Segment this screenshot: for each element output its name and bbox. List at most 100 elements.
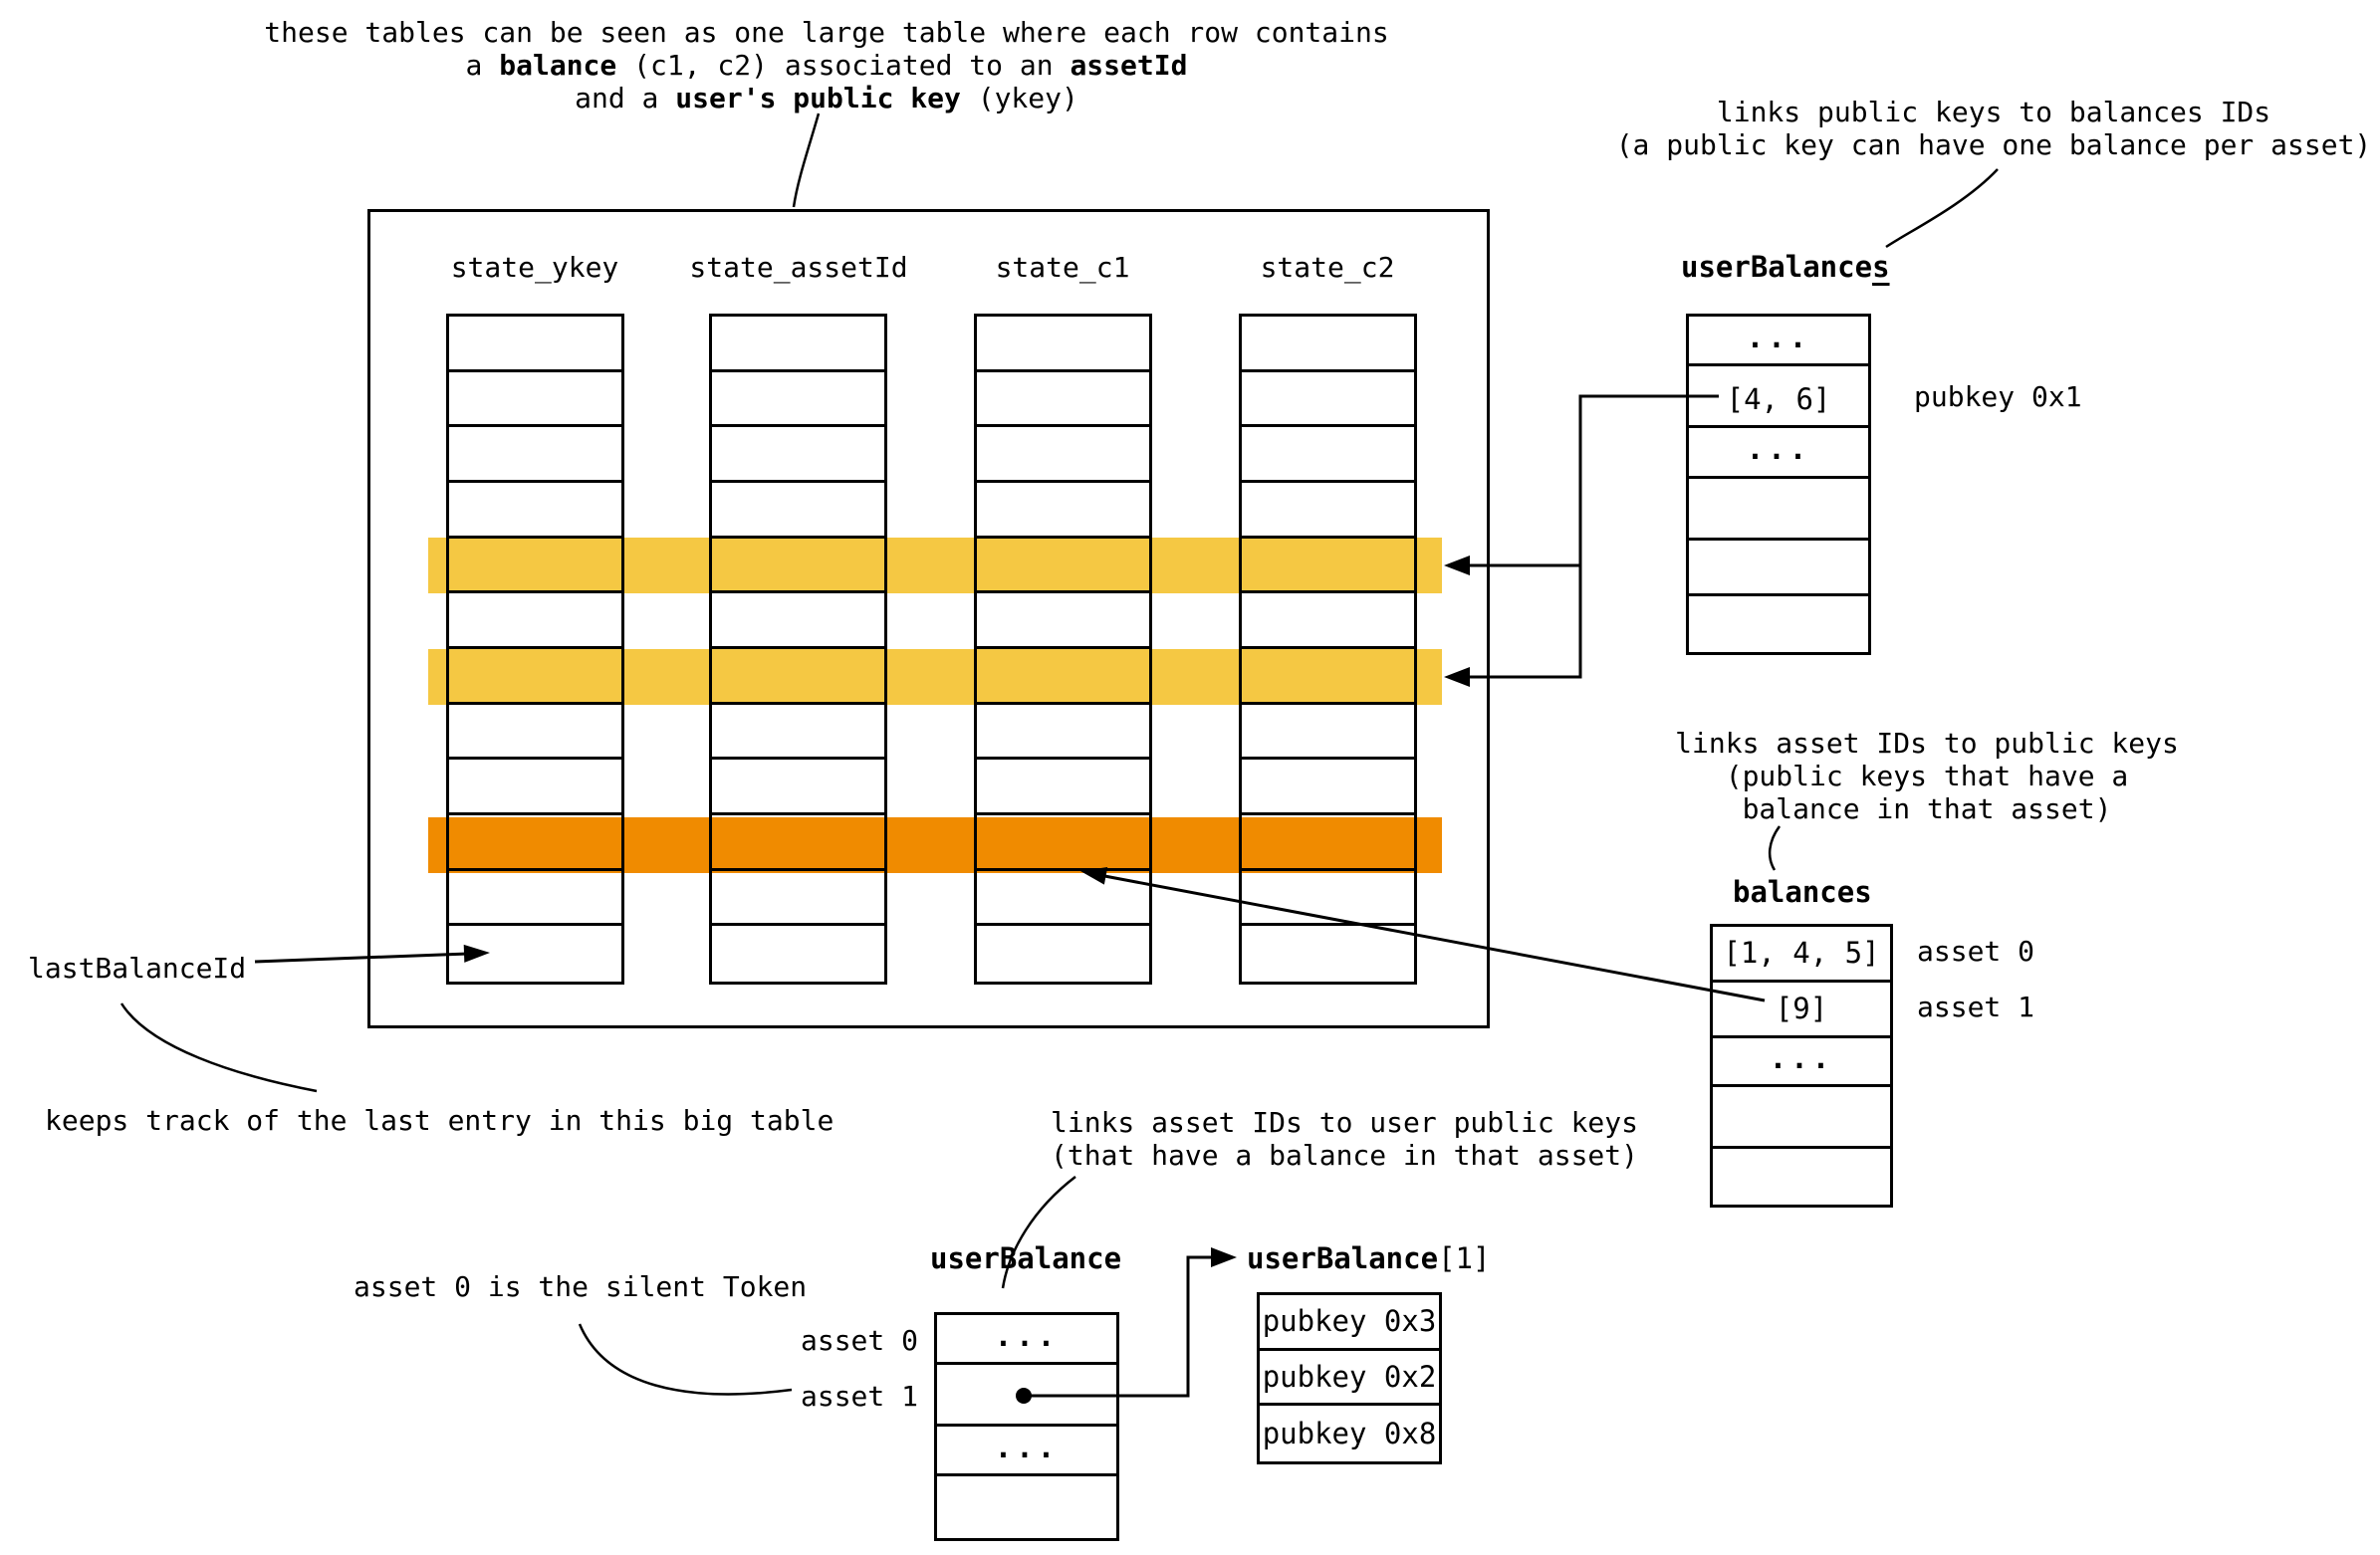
column-header-state-c2: state_c2	[1260, 251, 1395, 284]
big-table-cell	[449, 317, 621, 372]
user-balance-1-title-index: [1]	[1438, 1241, 1491, 1275]
big-table-cell	[712, 317, 884, 372]
user-balance-1-cell: pubkey 0x3	[1260, 1295, 1439, 1351]
user-balance-1-cell: pubkey 0x8	[1262, 1417, 1437, 1451]
user-balance-table: ... ...	[934, 1312, 1119, 1541]
user-balance-cell: ...	[937, 1309, 1116, 1365]
user-balance-1-title-main: userBalance	[1247, 1241, 1439, 1275]
top-annotation-line1: these tables can be seen as one large ta…	[264, 16, 1389, 49]
big-table-cell	[449, 372, 621, 428]
curve-silent-token-to-asset0	[578, 1323, 793, 1396]
mid-right-annotation-line1: links asset IDs to public keys	[1675, 727, 2179, 760]
big-table-cell	[449, 483, 621, 539]
user-balance-1-title: userBalance[1]	[1247, 1242, 1490, 1275]
big-table-cell	[712, 539, 884, 594]
curve-top-annotation-to-box	[792, 112, 821, 208]
top-right-annotation-line2: (a public key can have one balance per a…	[1615, 128, 2372, 161]
big-table-cell	[977, 539, 1149, 594]
big-table-cell	[449, 593, 621, 649]
big-table-cell	[449, 705, 621, 761]
big-table-cell	[712, 926, 884, 982]
big-table-cell	[449, 815, 621, 871]
big-table-cell	[712, 871, 884, 927]
big-table-cell	[712, 649, 884, 705]
big-table-cell	[977, 815, 1149, 871]
mid-right-annotation-line2: (public keys that have a	[1725, 760, 2129, 792]
big-table-cell	[449, 760, 621, 815]
balances-table: [1, 4, 5] [9] ...	[1710, 924, 1893, 1208]
pubkey-0x1-label: pubkey 0x1	[1914, 380, 2082, 413]
arrowhead-userbalance1	[1211, 1247, 1237, 1267]
big-table-cell	[1242, 926, 1414, 982]
balances-cell: ...	[1713, 1032, 1890, 1088]
arrow-userbalances-to-yellow-row-1	[1456, 394, 1719, 567]
top-annotation-line3: and a user's public key (ykey)	[575, 82, 1078, 114]
user-balance-cell	[937, 1482, 1116, 1538]
mid-right-annotation-line3: balance in that asset)	[1742, 792, 2112, 825]
user-balance-cell	[937, 1371, 1116, 1427]
big-table-cell	[977, 705, 1149, 761]
last-balance-id-note: keeps track of the last entry in this bi…	[45, 1104, 834, 1137]
big-table-cell	[1242, 372, 1414, 428]
bottom-annotation-line1: links asset IDs to user public keys	[1050, 1106, 1639, 1139]
top-right-annotation-line1: links public keys to balances IDs	[1716, 96, 2271, 128]
user-balance-cell: ...	[937, 1421, 1116, 1476]
big-table-cell	[449, 427, 621, 483]
big-table-cell	[977, 926, 1149, 982]
user-balance-1-cell: pubkey 0x2	[1260, 1351, 1439, 1407]
silent-token-note: asset 0 is the silent Token	[354, 1270, 808, 1303]
big-table-cell	[1242, 815, 1414, 871]
column-header-state-c1: state_c1	[995, 251, 1130, 284]
big-table-cell	[977, 649, 1149, 705]
balances-cell	[1713, 1093, 1890, 1150]
balances-cell: [9]	[1713, 983, 1890, 1038]
last-balance-id-label: lastBalanceId	[28, 952, 247, 985]
big-table-cell	[449, 539, 621, 594]
big-table-cell	[977, 317, 1149, 372]
user-balances-cell: [4, 6]	[1689, 372, 1868, 429]
user-balance-asset-1-label: asset 1	[800, 1380, 918, 1413]
big-table-cell	[1242, 427, 1414, 483]
big-table-cell	[449, 649, 621, 705]
user-balances-cell: ...	[1689, 311, 1868, 367]
user-balance-asset-0-label: asset 0	[800, 1324, 918, 1357]
balances-asset-1-label: asset 1	[1917, 991, 2035, 1023]
big-table-cell	[712, 427, 884, 483]
user-balances-cell	[1689, 485, 1868, 541]
big-table-cell	[977, 483, 1149, 539]
user-balances-cell	[1689, 541, 1868, 596]
big-table-column-state-c2	[1239, 314, 1417, 985]
big-table-cell	[1242, 760, 1414, 815]
big-table-cell	[1242, 593, 1414, 649]
big-table-column-state-assetid	[709, 314, 887, 985]
highlighted-row-5	[428, 537, 1442, 593]
user-balances-table: ... [4, 6] ...	[1686, 314, 1871, 655]
column-header-state-assetid: state_assetId	[689, 251, 908, 284]
column-header-state-ykey: state_ykey	[450, 251, 619, 284]
big-table-cell	[1242, 539, 1414, 594]
big-table-cell	[977, 871, 1149, 927]
curve-lastbalanceid-to-note	[119, 1002, 318, 1093]
big-table-cell	[712, 483, 884, 539]
big-table-cell	[977, 593, 1149, 649]
user-balances-title-main: userBalance	[1681, 250, 1873, 284]
big-table-cell	[1242, 705, 1414, 761]
big-table-column-state-c1	[974, 314, 1152, 985]
balances-title: balances	[1733, 875, 1872, 909]
big-table-cell	[712, 815, 884, 871]
curve-topright-annotation-to-userbalances	[1885, 168, 1999, 249]
user-balances-title-underlined-s: s	[1872, 250, 1890, 284]
big-table-cell	[1242, 649, 1414, 705]
top-annotation-line2: a balance (c1, c2) associated to an asse…	[465, 49, 1188, 82]
highlighted-row-10	[428, 816, 1442, 873]
curve-paren-above-balances	[1768, 825, 1782, 871]
big-table-cell	[712, 593, 884, 649]
big-table-cell	[449, 871, 621, 927]
big-table-cell	[1242, 871, 1414, 927]
user-balances-title: userBalances	[1681, 251, 1890, 284]
user-balance-title: userBalance	[930, 1241, 1122, 1275]
big-table-cell	[977, 427, 1149, 483]
big-table-column-state-ykey	[446, 314, 624, 985]
big-table-cell	[712, 705, 884, 761]
